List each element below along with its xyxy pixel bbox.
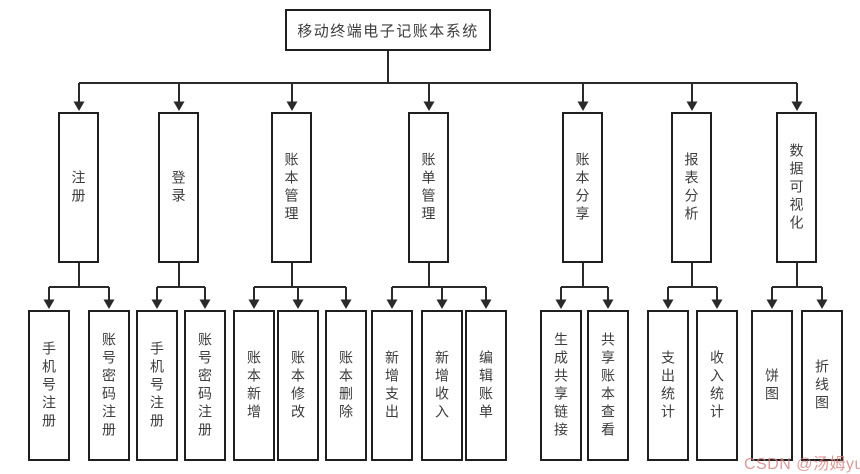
branch-label: 数据可视化 (788, 142, 805, 233)
branch-bill-management: 账单管理 (408, 112, 449, 263)
branch-label: 账本分享 (574, 151, 591, 224)
leaf-account-password-register: 账号密码注册 (88, 310, 130, 461)
branch-label: 报表分析 (683, 151, 700, 224)
leaf-label: 新增收入 (434, 349, 450, 422)
branch-register: 注册 (58, 112, 99, 263)
root-node-system: 移动终端电子记账本系统 (285, 9, 491, 51)
leaf-label: 手机号注册 (149, 340, 165, 431)
leaf-label: 手机号注册 (41, 340, 57, 431)
leaf-label: 折线图 (814, 358, 830, 413)
leaf-label: 账本新增 (246, 349, 262, 422)
root-label: 移动终端电子记账本系统 (297, 22, 479, 40)
leaf-ledger-delete: 账本删除 (325, 310, 367, 461)
leaf-login-phone-register: 手机号注册 (136, 310, 178, 461)
leaf-phone-register: 手机号注册 (28, 310, 70, 461)
leaf-label: 生成共享链接 (553, 331, 569, 440)
leaf-view-shared-ledger: 共享账本查看 (587, 310, 629, 461)
leaf-income-statistics: 收入统计 (696, 310, 738, 461)
branch-label: 登录 (170, 169, 187, 206)
leaf-line-chart: 折线图 (801, 310, 843, 461)
leaf-pie-chart: 饼图 (751, 310, 793, 461)
leaf-label: 编辑账单 (478, 349, 494, 422)
leaf-label: 账本修改 (290, 349, 306, 422)
branch-label: 账本管理 (283, 151, 300, 224)
leaf-ledger-edit: 账本修改 (277, 310, 319, 461)
leaf-label: 账号密码注册 (101, 331, 117, 440)
branch-label: 注册 (70, 169, 87, 206)
branch-ledger-management: 账本管理 (271, 112, 312, 263)
branch-report-analysis: 报表分析 (671, 112, 712, 263)
leaf-label: 支出统计 (660, 349, 676, 422)
leaf-expense-statistics: 支出统计 (647, 310, 689, 461)
leaf-add-income: 新增收入 (421, 310, 463, 461)
leaf-label: 新增支出 (384, 349, 400, 422)
leaf-label: 饼图 (764, 367, 780, 404)
branch-login: 登录 (158, 112, 199, 263)
leaf-label: 账本删除 (338, 349, 354, 422)
leaf-label: 账号密码注册 (197, 331, 213, 440)
branch-data-visualization: 数据可视化 (776, 112, 817, 263)
leaf-edit-bill: 编辑账单 (465, 310, 507, 461)
branch-ledger-sharing: 账本分享 (562, 112, 603, 263)
branch-label: 账单管理 (420, 151, 437, 224)
leaf-generate-share-link: 生成共享链接 (540, 310, 582, 461)
leaf-login-account-password-register: 账号密码注册 (184, 310, 226, 461)
leaf-label: 共享账本查看 (600, 331, 616, 440)
leaf-add-expense: 新增支出 (371, 310, 413, 461)
leaf-label: 收入统计 (709, 349, 725, 422)
leaf-ledger-add: 账本新增 (233, 310, 275, 461)
